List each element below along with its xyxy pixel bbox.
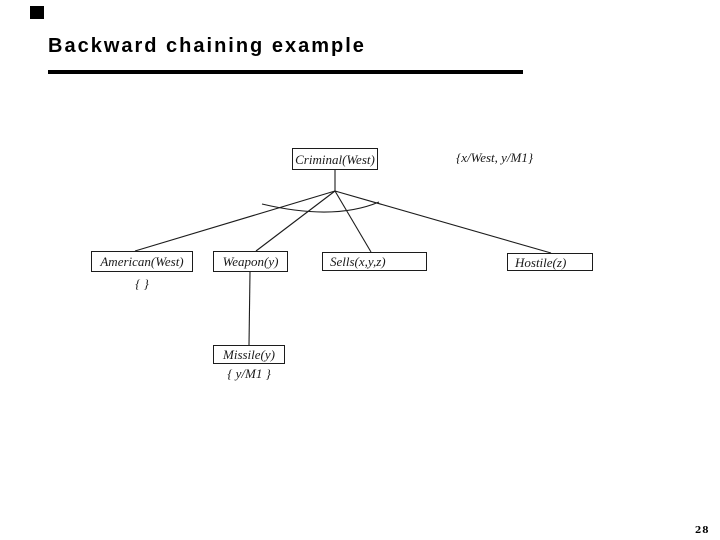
node-sells-label: Sells(x,y,z) bbox=[330, 254, 386, 269]
node-hostile: Hostile(z) bbox=[507, 253, 593, 271]
american-substitution-label: { } bbox=[135, 276, 149, 291]
node-criminal: Criminal(West) bbox=[292, 148, 378, 170]
and-arc bbox=[261, 201, 380, 213]
edge-to-hostile bbox=[334, 190, 552, 254]
corner-square-decoration bbox=[30, 6, 44, 19]
edge-weapon-to-missile bbox=[248, 271, 251, 346]
edge-to-american bbox=[134, 190, 336, 252]
node-american: American(West) bbox=[91, 251, 193, 272]
node-weapon-label: Weapon(y) bbox=[222, 254, 279, 269]
title-underline bbox=[48, 70, 523, 74]
edge-to-weapon bbox=[255, 190, 336, 252]
node-sells: Sells(x,y,z) bbox=[322, 252, 427, 271]
node-american-label: American(West) bbox=[100, 254, 184, 269]
node-weapon: Weapon(y) bbox=[213, 251, 288, 272]
edge-to-sells bbox=[334, 190, 372, 253]
missile-substitution-label: { y/M1 } bbox=[227, 366, 271, 381]
slide-title: Backward chaining example bbox=[48, 35, 366, 57]
root-substitution-label: {x/West, y/M1} bbox=[456, 150, 534, 165]
node-missile-label: Missile(y) bbox=[223, 347, 275, 362]
node-criminal-label: Criminal(West) bbox=[295, 151, 375, 167]
page-number: 28 bbox=[695, 526, 710, 536]
node-missile: Missile(y) bbox=[213, 345, 285, 364]
node-hostile-label: Hostile(z) bbox=[515, 254, 567, 270]
